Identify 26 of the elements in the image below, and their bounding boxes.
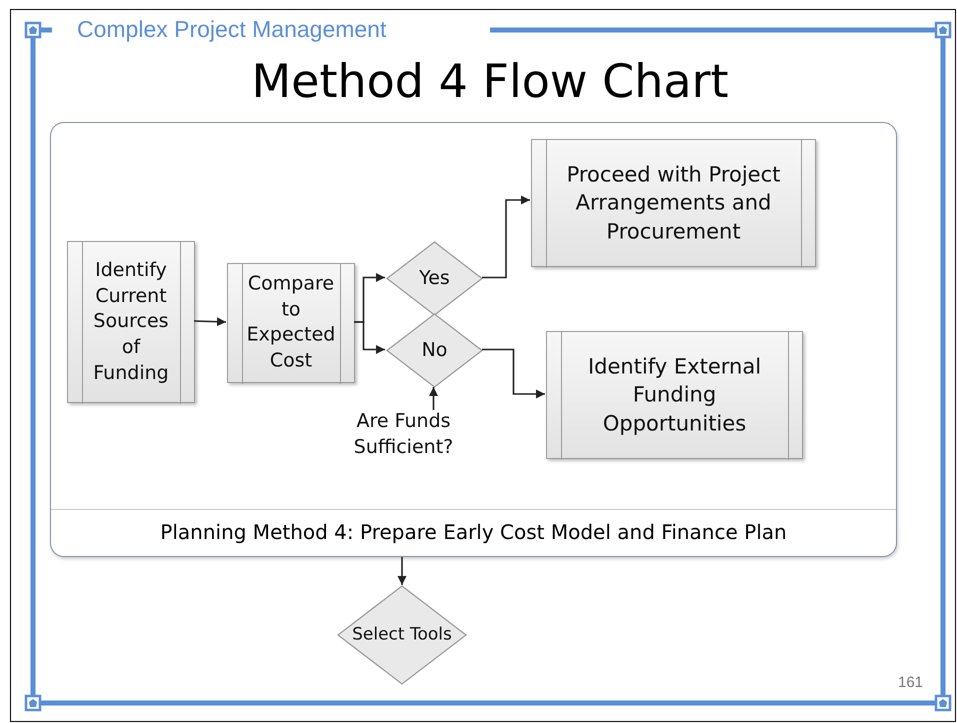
arrow (482, 196, 530, 278)
slide-title: Method 4 Flow Chart (250, 54, 730, 108)
panel-caption: Planning Method 4: Prepare Early Cost Model and Finance Plan (159, 520, 788, 544)
process-box (546, 331, 803, 459)
process-box (67, 241, 195, 403)
node-text: Identify External Funding Opportunities (586, 353, 762, 438)
node-text: No (420, 338, 448, 363)
node-text: Identify Current Sources of Funding (92, 258, 170, 386)
flowchart-panel (50, 122, 897, 557)
process-box (227, 263, 355, 383)
header-text: Complex Project Management (77, 16, 386, 43)
arrow (354, 321, 385, 354)
process-box (531, 139, 816, 267)
node-text: Select Tools (351, 624, 453, 646)
arrow (398, 557, 406, 585)
decision-diamond (386, 313, 483, 388)
question-text: Are Funds Sufficient? (352, 409, 454, 460)
arrow (194, 317, 226, 326)
arrow (482, 348, 545, 398)
node-text: Yes (418, 266, 451, 291)
decision-diamond (337, 585, 467, 685)
page-number: 161 (898, 674, 924, 691)
node-text: Compare to Expected Cost (246, 272, 336, 374)
decision-diamond (386, 241, 483, 316)
node-text: Proceed with Project Arrangements and Procurement (566, 161, 782, 246)
arrow (429, 387, 438, 410)
